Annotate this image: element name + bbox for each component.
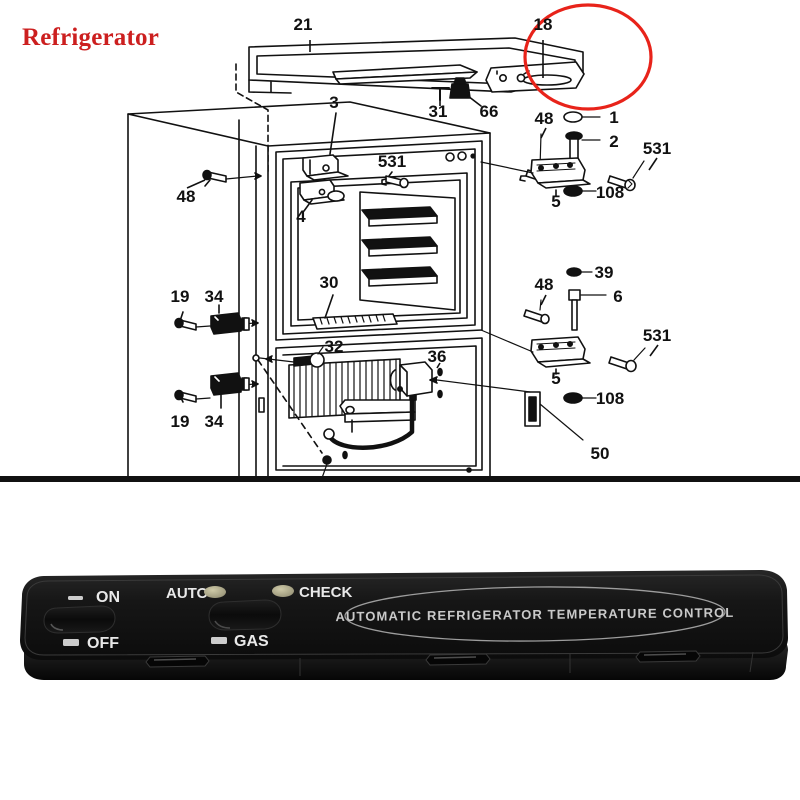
- part-531-screw-right-upper: [607, 160, 645, 192]
- part-6-bolt: [568, 289, 607, 331]
- callout-leaders: [186, 40, 659, 369]
- callout-19b: 19: [171, 412, 190, 431]
- mounting-slot-left: [145, 655, 210, 668]
- part-30-evaporator-grille: [312, 313, 398, 330]
- part-66-cap: [449, 77, 482, 107]
- burner-assembly: [339, 399, 416, 433]
- part-32-thermostat-bulb: [252, 346, 325, 368]
- on-marker-icon: [68, 596, 83, 600]
- callout-19a: 19: [171, 287, 190, 306]
- callout-4: 4: [296, 207, 306, 226]
- diagram-svg: 21 18 31 66 3 48 1 2 531 531 5 108 4 48 …: [127, 3, 672, 479]
- shelf-rails: [361, 206, 438, 287]
- part-50-vent-cover: [524, 391, 584, 441]
- part-531-screw-inner: [381, 171, 409, 189]
- callout-5a: 5: [551, 192, 560, 211]
- auto-indicator-lamp: [204, 586, 226, 598]
- part-31-screw: [431, 87, 450, 101]
- callout-39: 39: [595, 263, 614, 282]
- callout-21: 21: [294, 15, 313, 34]
- control-panel-svg: ON OFF AUTO GAS CHECK: [20, 570, 788, 680]
- cabinet-left-tabs: [243, 317, 265, 413]
- callout-48c: 48: [535, 275, 554, 294]
- leader-dot: [322, 455, 332, 465]
- callout-48a: 48: [535, 109, 554, 128]
- callout-2: 2: [609, 132, 618, 151]
- dashed-leader-lower: [257, 359, 323, 454]
- part-48-pin-left: [202, 169, 262, 187]
- section-divider: [0, 476, 800, 482]
- part-18-control-bezel: [485, 61, 585, 93]
- callout-66: 66: [480, 102, 499, 121]
- part-39-washer: [566, 267, 593, 277]
- gas-label: GAS: [234, 633, 269, 650]
- callout-6: 6: [613, 287, 622, 306]
- callout-108a: 108: [596, 183, 624, 202]
- callout-18: 18: [534, 15, 553, 34]
- callout-5b: 5: [551, 369, 560, 388]
- leader-4: [303, 199, 313, 212]
- auto-gas-rocker-switch[interactable]: [208, 599, 282, 631]
- leader-5-lower: [480, 329, 534, 353]
- callout-32: 32: [325, 337, 344, 356]
- leader-30: [324, 294, 334, 319]
- mounting-slot-right: [635, 650, 701, 663]
- off-marker-icon: [63, 639, 79, 646]
- leader-tail: [321, 463, 328, 479]
- panel-seams: [299, 651, 754, 676]
- exploded-parts-diagram: 21 18 31 66 3 48 1 2 531 531 5 108 4 48 …: [127, 3, 672, 479]
- part-1-washer: [563, 111, 601, 123]
- page-title: Refrigerator: [22, 24, 160, 51]
- callout-34b: 34: [205, 412, 224, 431]
- callout-30: 30: [320, 273, 339, 292]
- cabinet-face-holes: [445, 151, 476, 162]
- part-36-burner-housing: [389, 361, 531, 397]
- off-label: OFF: [87, 635, 119, 652]
- callout-108b: 108: [596, 389, 624, 408]
- callout-531a: 531: [643, 139, 671, 158]
- lower-panel-holes: [342, 367, 472, 473]
- callout-34a: 34: [205, 287, 224, 306]
- on-off-rocker-switch[interactable]: [43, 605, 116, 634]
- callout-numbers: 21 18 31 66 3 48 1 2 531 531 5 108 4 48 …: [171, 15, 672, 463]
- part-531-screw-right-lower: [608, 347, 646, 373]
- part-108-nut-upper: [563, 185, 597, 197]
- check-indicator-lamp: [272, 585, 294, 597]
- leader-3: [329, 112, 337, 155]
- on-label: ON: [96, 589, 120, 606]
- part-48-pin-right-lower: [523, 299, 550, 325]
- mounting-slot-center: [425, 653, 491, 666]
- brand-oval-outline: [344, 586, 726, 642]
- check-label: CHECK: [299, 584, 353, 601]
- highlight-circle: [523, 3, 653, 111]
- control-panel-photo: ON OFF AUTO GAS CHECK: [0, 540, 800, 740]
- callout-36: 36: [428, 347, 447, 366]
- auto-label: AUTO: [166, 585, 209, 602]
- part-4-lower-hinge: [299, 179, 345, 205]
- gas-marker-icon: [211, 637, 227, 644]
- leader-5-upper: [480, 161, 534, 174]
- part-108-nut-lower: [563, 392, 597, 404]
- dashed-leader-21: [235, 63, 269, 176]
- callout-531c: 531: [643, 326, 671, 345]
- callout-1: 1: [609, 108, 618, 127]
- callout-31: 31: [429, 102, 448, 121]
- callout-3: 3: [329, 93, 338, 112]
- brand-text: AUTOMATIC REFRIGERATOR TEMPERATURE CONTR…: [335, 605, 734, 624]
- callout-48b: 48: [177, 187, 196, 206]
- part-3-upper-hinge: [302, 154, 349, 181]
- callout-531b: 531: [378, 152, 406, 171]
- callout-50: 50: [591, 444, 610, 463]
